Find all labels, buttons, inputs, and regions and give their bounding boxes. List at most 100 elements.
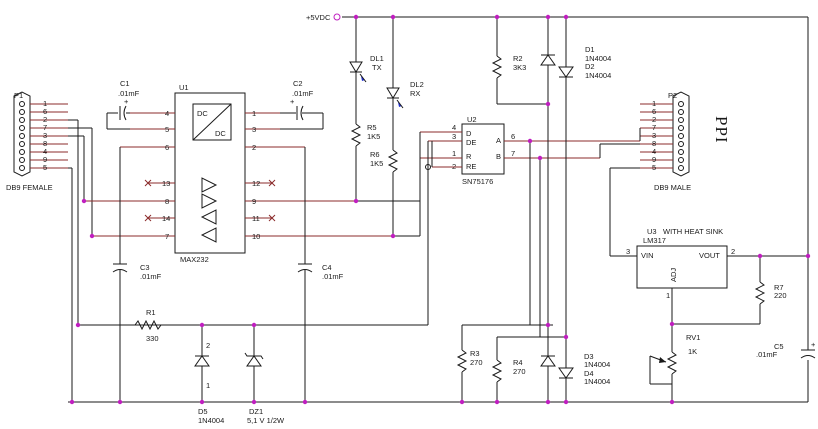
d5-value: 1N4004 [198,416,224,425]
u1-pin-label: 1 [252,109,256,118]
connector-p2: P2 DB9 MALE 1 6 2 7 3 8 4 9 5 PPI [599,91,731,257]
u2-pin-de: DE [466,138,476,147]
rv1-ref: RV1 [686,333,700,342]
p1-pin-label: 1 [43,99,47,108]
dl1-value: TX [372,63,382,72]
c1-ref: C1 [120,79,130,88]
junction-dots [69,14,811,405]
p1-pin-label: 7 [43,123,47,132]
u1-pin-label: 11 [252,214,260,223]
capacitor-c5: + C5 .01mF [756,340,816,359]
p2-pin-label: 1 [652,99,656,108]
p2-pin-label: 2 [652,115,656,124]
u2-name: SN75176 [462,177,493,186]
p1-pin-label: 9 [43,155,47,164]
r3-value: 270 [470,358,483,367]
ground-rail [68,360,809,403]
connector-p1: P1 DB9 FEMALE 1 6 2 7 3 8 4 9 5 [6,91,68,192]
c3-value: .01mF [140,272,162,281]
d2-value: 1N4004 [585,71,611,80]
r1-ref: R1 [146,308,156,317]
p1-pin-label: 6 [43,107,47,116]
u1-pin-label: 10 [252,232,260,241]
c2-ref: C2 [293,79,303,88]
resistor-r2: R2 3K3 [491,17,548,105]
rv1-value: 1K [688,347,697,356]
d4-ref: D4 [584,369,594,378]
dl2-ref: DL2 [410,80,424,89]
u2-pin-label: 1 [452,149,456,158]
ic-u1: U1 MAX232 DC DC 4 5 6 13 8 [84,83,395,264]
p2-pin-label: 3 [652,131,656,140]
u1-pin-label: 12 [252,179,260,188]
p2-pin-label: 5 [652,163,656,172]
r1-value: 330 [146,334,159,343]
u1-dc2: DC [215,129,226,138]
u3-ref: U3 [647,227,657,236]
dl2-value: RX [410,89,420,98]
u2-pin-a: A [496,136,501,145]
capacitor-c2: + C2 .01mF [280,79,324,130]
u1-pin-label: 14 [162,214,170,223]
c5-ref: C5 [774,342,784,351]
d1-value: 1N4004 [585,54,611,63]
dz1-ref: DZ1 [249,407,263,416]
u1-pin-label: 4 [165,109,169,118]
u2-pin-label: 3 [452,132,456,141]
r4-ref: R4 [513,358,523,367]
u2-ref: U2 [467,115,477,124]
d5-ref: D5 [198,407,208,416]
p2-pin-label: 4 [652,147,656,156]
c4-value: .01mF [322,272,344,281]
u1-pin-label: 13 [162,179,170,188]
p1-name: DB9 FEMALE [6,183,53,192]
p2-pin-label: 8 [652,139,656,148]
led-dl2: DL2 RX R6 1K5 [370,17,424,236]
bus-wires: R3 270 R4 270 [456,141,566,402]
p2-pin-label: 7 [652,123,656,132]
p2-ref: P2 [668,91,677,100]
u1-pin-label: 9 [252,197,256,206]
r4-value: 270 [513,367,526,376]
r6-ref: R6 [370,150,380,159]
diodes-d1-d2: D1 1N4004 D2 1N4004 [540,17,611,402]
r7-value: 220 [774,291,787,300]
u1-pin-label: 5 [165,125,169,134]
d3-ref: D3 [584,352,594,361]
d2-ref: D2 [585,62,595,71]
u1-pin-label: 2 [252,143,256,152]
u3-vout: VOUT [699,251,720,260]
u2-pin-label: 6 [511,132,515,141]
p2-pin-circles [678,101,684,171]
u2-pin-label: 4 [452,123,456,132]
p2-pin-label: 9 [652,155,656,164]
u2-pin-label: 7 [511,149,515,158]
u2-pin-re: RE [466,162,476,171]
u1-dc1: DC [197,109,208,118]
p2-name: DB9 MALE [654,183,691,192]
p1-pin-label: 4 [43,147,47,156]
u1-pin-label: 7 [165,232,169,241]
d1-ref: D1 [585,45,595,54]
u3-note: WITH HEAT SINK [663,227,723,236]
power-rail: +5VDC [306,13,809,350]
p1-ref: P1 [14,91,23,100]
c5-value: .01mF [756,350,778,359]
ic-u2: U2 SN75176 D DE R RE A B 4 3 1 2 6 7 [420,115,640,186]
r6-value: 1K5 [370,159,383,168]
c5-plus: + [811,340,816,349]
r2-value: 3K3 [513,63,526,72]
u1-name: MAX232 [180,255,209,264]
r7-ref: R7 [774,283,784,292]
u3-pin-label: 1 [666,291,670,300]
r3-ref: R3 [470,349,480,358]
capacitor-c4: C4 .01mF [297,147,344,402]
dz1-value: 5,1 V 1/2W [247,416,285,425]
r5-ref: R5 [367,123,377,132]
diode-d5: 2 1 D5 1N4004 [194,325,224,425]
d3-value: 1N4004 [584,360,610,369]
p1-pin-label: 5 [43,163,47,172]
u1-pin-label: 8 [165,197,169,206]
side-label-ppi: PPI [712,116,731,144]
